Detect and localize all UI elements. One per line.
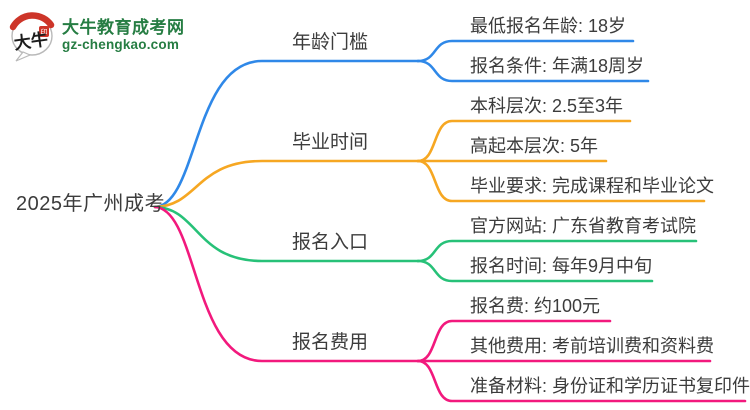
logo-seal [39, 26, 49, 37]
leaf-label: 其他费用: 考前培训费和资料费 [470, 336, 715, 356]
leaf-label: 准备材料: 身份证和学历证书复印件 [470, 376, 750, 396]
logo-seal-text: 印 [41, 29, 48, 37]
branch-main-line [153, 205, 420, 263]
logo-icon-characters: 大牛 [13, 29, 49, 54]
leaf-label: 报名费: 约100元 [470, 296, 601, 316]
logo-text-block: 大牛教育成考网 gz-chengkao.com [62, 18, 185, 53]
root-node-label: 2025年广州成考 [16, 193, 165, 215]
branch-label-registration-entry: 报名入口 [291, 232, 368, 253]
leaf-label: 报名条件: 年满18周岁 [470, 56, 645, 76]
logo-site-url: gz-chengkao.com [62, 36, 180, 52]
site-logo: 印 大牛 大牛教育成考网 gz-chengkao.com [6, 8, 185, 62]
leaf-label: 毕业要求: 完成课程和毕业论文 [470, 176, 715, 196]
branch-label-graduation-time: 毕业时间 [291, 132, 368, 153]
logo-red-arc [9, 12, 55, 31]
branch-label-registration-fee: 报名费用 [291, 332, 368, 353]
branch-main-line [153, 159, 420, 209]
logo-site-name: 大牛教育成考网 [62, 17, 185, 37]
leaf-connector-line [416, 259, 654, 283]
leaf-connector-line [416, 319, 612, 363]
leaf-connector-line [416, 359, 747, 403]
logo-bubble-icon: 印 大牛 [9, 12, 55, 62]
leaf-label: 最低报名年龄: 18岁 [470, 16, 627, 36]
leaf-label: 官方网站: 广东省教育考试院 [470, 216, 697, 236]
leaf-connector-line [416, 159, 706, 203]
leaf-label: 报名时间: 每年9月中旬 [470, 256, 653, 276]
bubble-tail [15, 51, 32, 62]
leaf-label: 高起本层次: 5年 [470, 136, 599, 156]
leaf-connector-line [416, 59, 650, 83]
leaf-connector-line [416, 119, 632, 163]
branch-main-line [153, 59, 420, 209]
branch-main-line [153, 205, 420, 363]
leaf-label: 本科层次: 2.5至3年 [470, 96, 624, 116]
branch-label-age-threshold: 年龄门槛 [291, 32, 368, 53]
